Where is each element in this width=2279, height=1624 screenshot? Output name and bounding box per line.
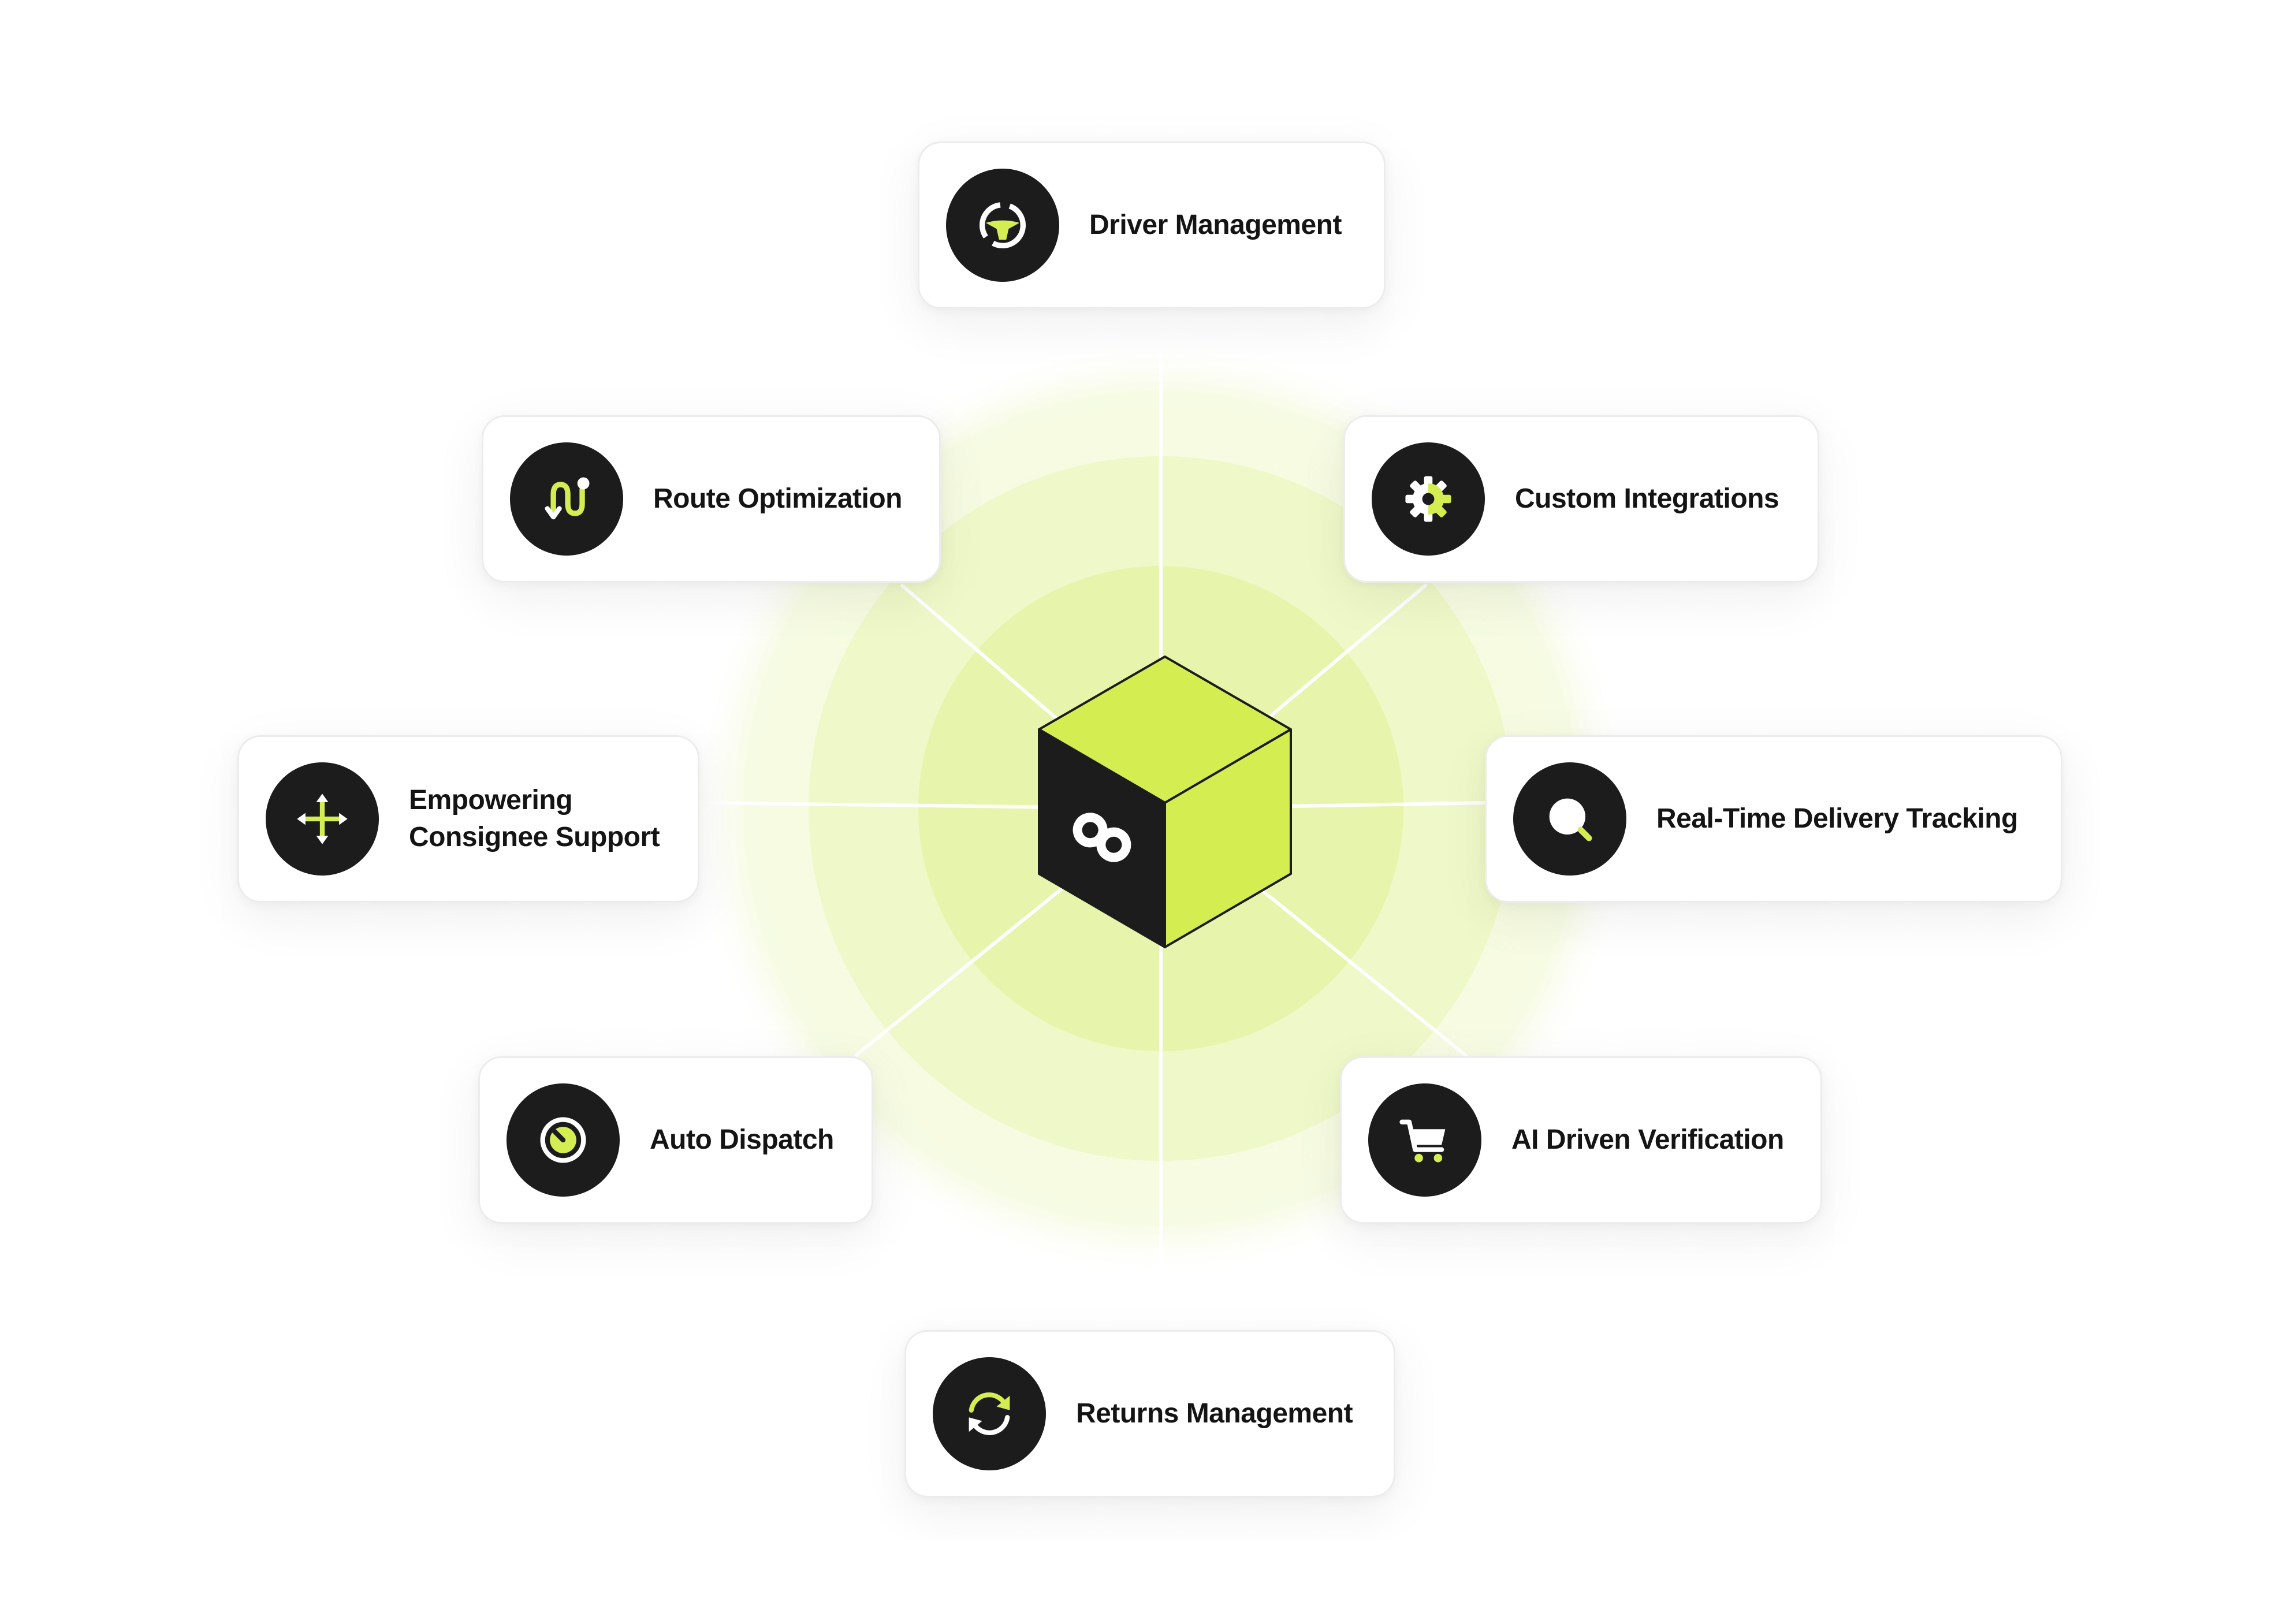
feature-label-line: Consignee Support xyxy=(409,822,660,852)
steering-wheel-icon xyxy=(946,169,1059,282)
feature-label: Custom Integrations xyxy=(1515,481,1779,517)
feature-card-returns-management[interactable]: Returns Management xyxy=(904,1330,1395,1498)
feature-label-line: Driver Management xyxy=(1089,210,1342,240)
shopping-cart-icon xyxy=(1368,1083,1481,1197)
feature-card-consignee-support[interactable]: Empowering Consignee Support xyxy=(237,735,699,903)
feature-label-line: Real-Time Delivery Tracking xyxy=(1656,803,2018,834)
feature-label: Empowering Consignee Support xyxy=(409,782,660,856)
feature-card-custom-integrations[interactable]: Custom Integrations xyxy=(1343,415,1819,583)
feature-card-delivery-tracking[interactable]: Real-Time Delivery Tracking xyxy=(1485,735,2062,903)
feature-label-line: AI Driven Verification xyxy=(1511,1124,1784,1155)
feature-label: Route Optimization xyxy=(653,481,902,517)
cube-right-face xyxy=(1164,728,1292,948)
feature-card-route-optimization[interactable]: Route Optimization xyxy=(482,415,941,583)
feature-label-line: Custom Integrations xyxy=(1515,483,1779,514)
feature-card-ai-verification[interactable]: AI Driven Verification xyxy=(1340,1056,1822,1224)
feature-label-line: Route Optimization xyxy=(653,483,902,514)
feature-card-auto-dispatch[interactable]: Auto Dispatch xyxy=(478,1056,873,1224)
feature-label-line: Auto Dispatch xyxy=(650,1124,834,1155)
feature-label: AI Driven Verification xyxy=(1511,1122,1784,1159)
route-icon xyxy=(510,442,623,556)
feature-label: Auto Dispatch xyxy=(650,1122,834,1159)
feature-label: Returns Management xyxy=(1076,1395,1353,1432)
feature-label: Driver Management xyxy=(1089,207,1342,244)
move-arrows-icon xyxy=(266,762,379,876)
feature-label-line: Returns Management xyxy=(1076,1398,1353,1429)
gear-icon xyxy=(1372,442,1485,556)
feature-label: Real-Time Delivery Tracking xyxy=(1656,800,2018,837)
dispatch-gauge-icon xyxy=(507,1083,620,1197)
infinity-logo-icon xyxy=(1073,813,1131,862)
search-icon xyxy=(1513,762,1626,876)
feature-label-line: Empowering xyxy=(409,785,573,815)
refresh-icon xyxy=(933,1357,1046,1470)
feature-card-driver-management[interactable]: Driver Management xyxy=(918,141,1386,309)
